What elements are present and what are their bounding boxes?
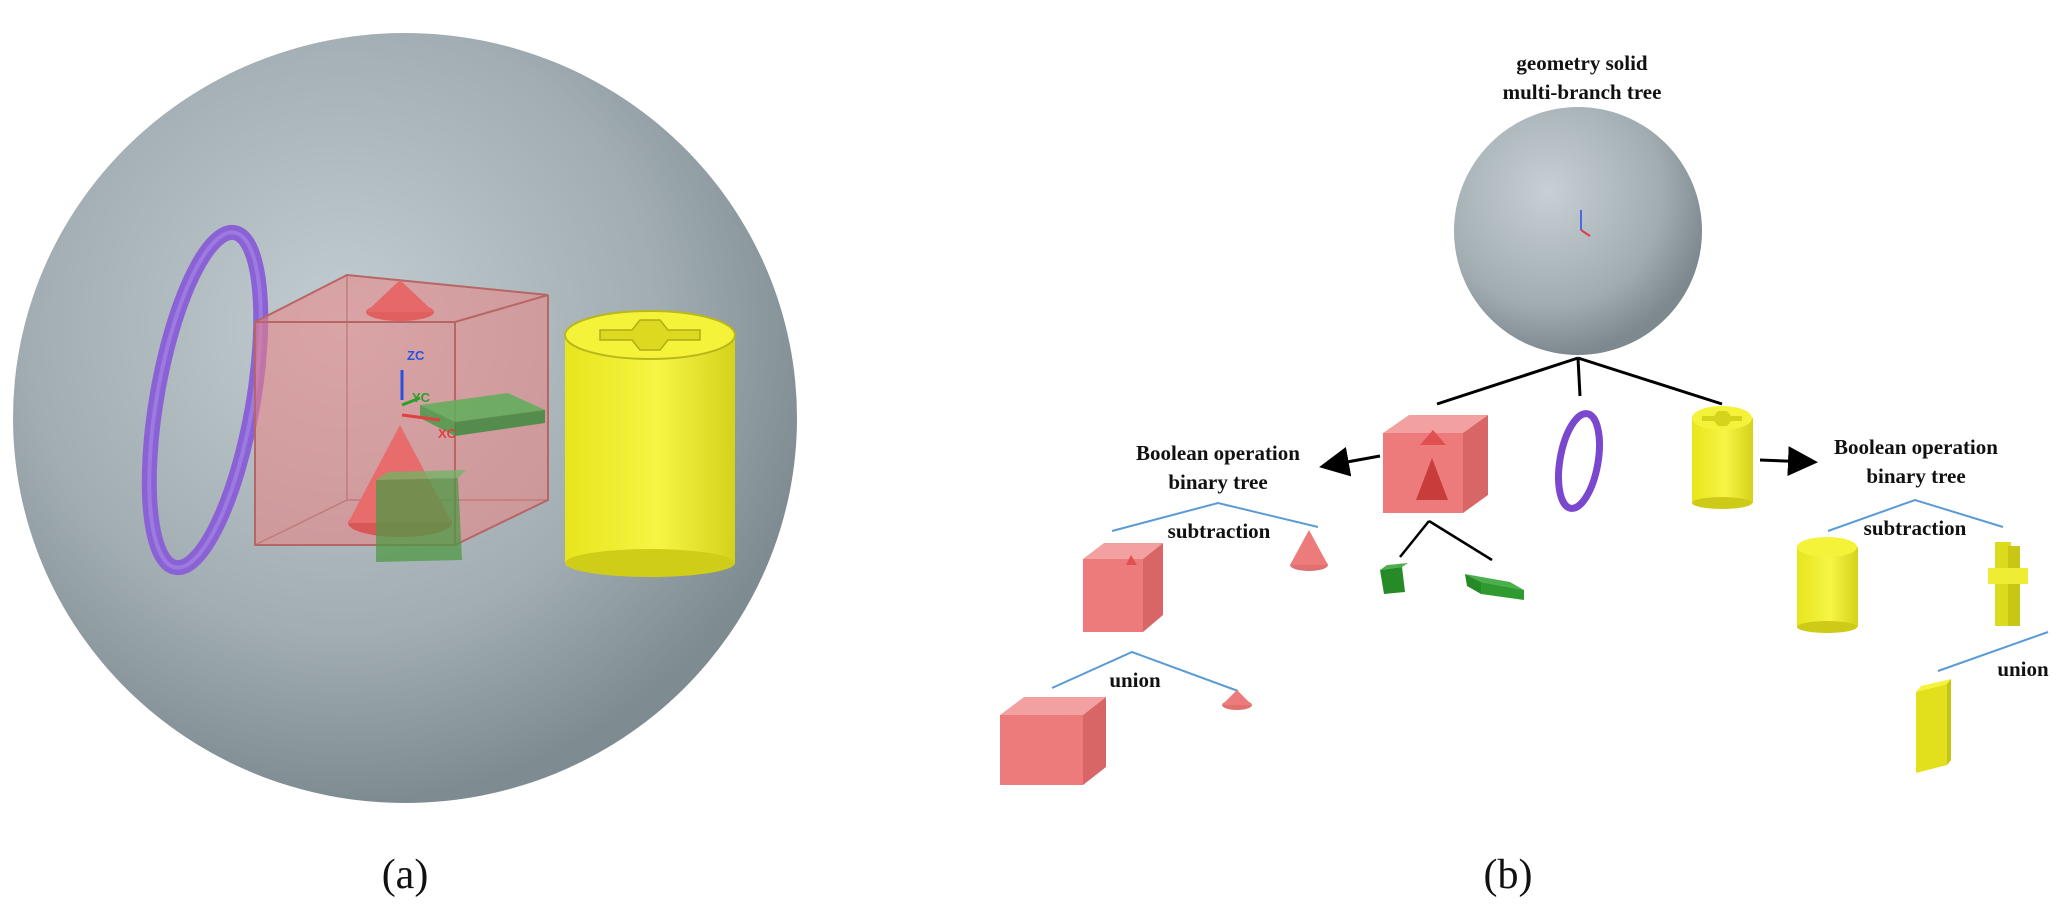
green-plate-child-2: [1465, 574, 1524, 600]
right-bool-line1: Boolean operation: [1834, 435, 1998, 459]
right-union-plate: [1916, 679, 1951, 773]
root-axis-mark: [1580, 210, 1591, 237]
green-plate-child-1: [1380, 563, 1408, 594]
panel-a: ZC YC XC (a): [13, 33, 797, 898]
right-sub-cylinder: [1797, 537, 1858, 633]
right-union-branches: [1937, 631, 2049, 672]
left-sub-cone: [1290, 530, 1328, 571]
right-bool-line2: binary tree: [1866, 464, 1965, 488]
axis-label-y: YC: [412, 390, 431, 405]
left-subtraction-label: subtraction: [1168, 519, 1271, 543]
axis-label-z: ZC: [407, 348, 425, 363]
right-union-label: union: [1997, 657, 2049, 681]
caption-a: (a): [382, 852, 429, 898]
axis-triad: ZC YC XC: [400, 348, 457, 441]
ring-node: [1555, 410, 1603, 512]
left-union-cone: [1222, 690, 1252, 710]
box-node: [1383, 415, 1488, 513]
arrow-right: [1759, 446, 1818, 477]
yellow-cylinder: [564, 310, 736, 577]
right-subtraction-branches: [1827, 498, 2004, 532]
left-union-box: [1000, 697, 1106, 785]
box-children-lines: [1399, 519, 1493, 562]
panel-b: geometry solid multi-branch tree: [1000, 51, 2049, 898]
left-bool-line2: binary tree: [1168, 470, 1267, 494]
green-plate-vertical: [376, 470, 466, 562]
right-sub-cross-bar: [1988, 542, 2028, 626]
top-title-line2: multi-branch tree: [1503, 80, 1662, 104]
cylinder-node: [1692, 406, 1753, 509]
root-sphere: [1454, 107, 1702, 355]
left-subtraction-branches: [1111, 501, 1319, 532]
caption-b: (b): [1484, 852, 1533, 898]
left-union-label: union: [1109, 668, 1161, 692]
top-cone: [366, 280, 434, 321]
top-title-line1: geometry solid: [1516, 51, 1648, 75]
root-branches: [1436, 356, 1723, 406]
axis-label-x: XC: [438, 426, 457, 441]
left-union-branches: [1051, 650, 1239, 692]
arrow-left: [1319, 446, 1381, 477]
torus-ring-highlight: [147, 230, 263, 570]
right-subtraction-label: subtraction: [1864, 516, 1967, 540]
left-sub-box: [1083, 543, 1163, 632]
left-bool-line1: Boolean operation: [1136, 441, 1300, 465]
